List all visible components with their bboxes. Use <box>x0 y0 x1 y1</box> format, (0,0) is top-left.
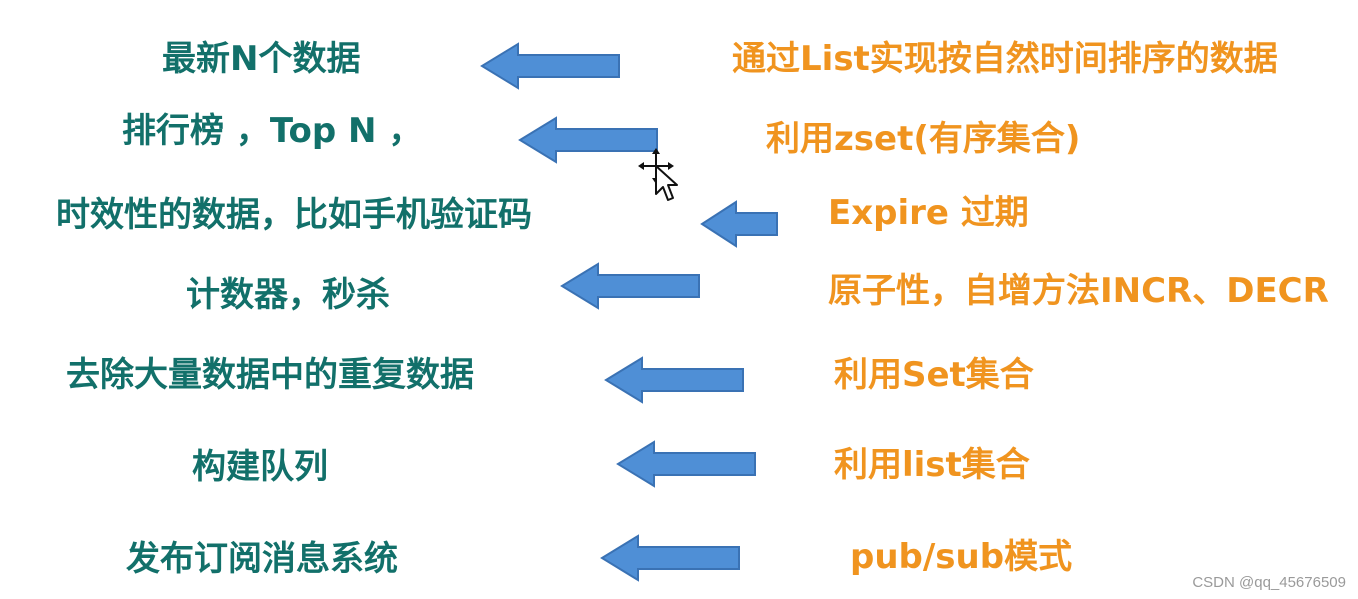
implementation-label-list: 利用list集合 <box>834 445 1030 485</box>
scenario-label-pubsub: 发布订阅消息系统 <box>126 539 398 579</box>
arrow-left-icon <box>480 42 620 90</box>
arrow-left-icon <box>700 200 778 248</box>
arrow-left-icon <box>518 116 658 164</box>
implementation-label-list-time-order: 通过List实现按自然时间排序的数据 <box>732 39 1278 79</box>
move-cursor-icon <box>638 148 678 201</box>
scenario-label-expiring-data: 时效性的数据，比如手机验证码 <box>56 195 532 235</box>
implementation-label-zset: 利用zset(有序集合) <box>766 119 1081 159</box>
arrow-left-icon <box>616 440 756 488</box>
arrow-left-icon <box>600 534 740 582</box>
watermark-text: CSDN @qq_45676509 <box>1192 574 1346 591</box>
scenario-label-queue: 构建队列 <box>192 447 328 487</box>
implementation-label-pubsub: pub/sub模式 <box>850 537 1073 577</box>
scenario-label-ranking: 排行榜 ，Top N ， <box>122 111 423 151</box>
scenario-label-newest-n: 最新N个数据 <box>162 39 361 79</box>
arrow-left-icon <box>560 262 700 310</box>
implementation-label-expire: Expire 过期 <box>828 193 1029 233</box>
implementation-label-atomic-incr-decr: 原子性，自增方法INCR、DECR <box>828 271 1329 311</box>
arrow-left-icon <box>604 356 744 404</box>
implementation-label-set: 利用Set集合 <box>834 355 1034 395</box>
scenario-label-counter: 计数器，秒杀 <box>186 275 390 315</box>
scenario-label-dedup: 去除大量数据中的重复数据 <box>66 355 474 395</box>
